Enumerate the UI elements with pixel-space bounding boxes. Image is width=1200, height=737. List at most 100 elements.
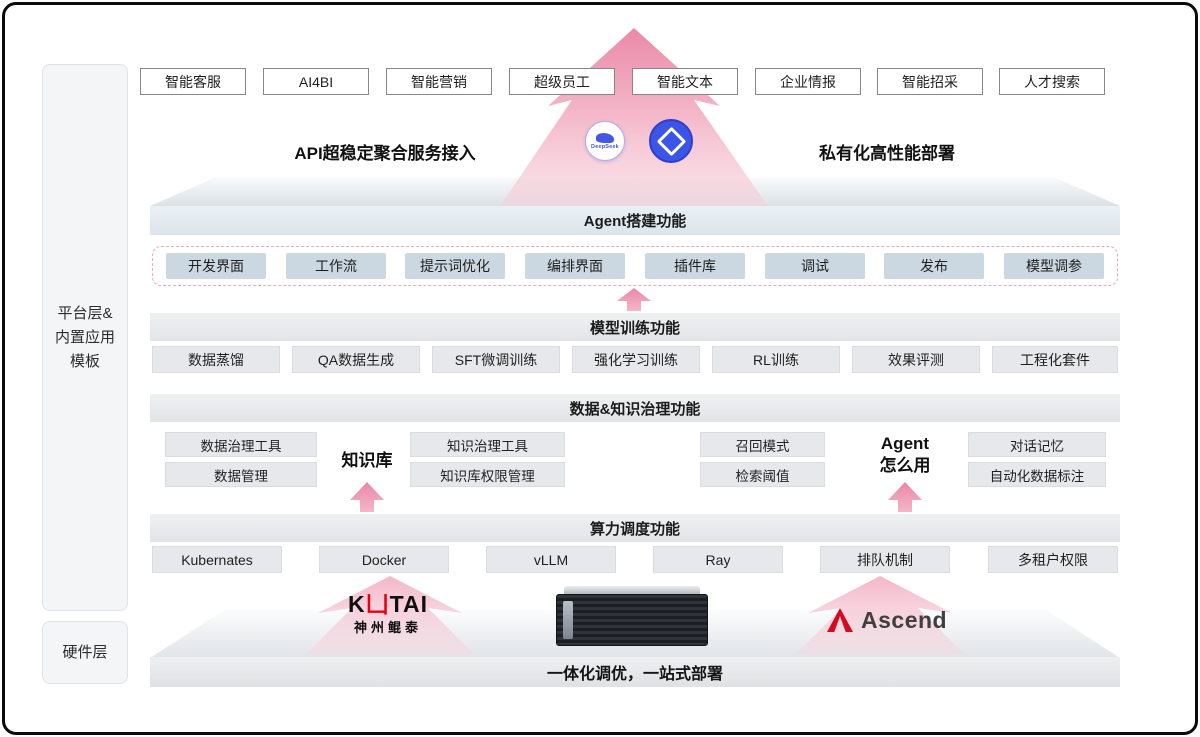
app-box: 智能营销	[386, 68, 492, 95]
feature-label: 提示词优化	[420, 258, 490, 274]
feature-box: 插件库	[645, 253, 745, 279]
feature-box: 知识库权限管理	[410, 462, 565, 487]
feature-box: vLLM	[486, 546, 616, 573]
section-title: 模型训练功能	[589, 319, 680, 337]
feature-box: QA数据生成	[292, 346, 420, 373]
app-label: 人才搜索	[1024, 73, 1080, 90]
app-box: AI4BI	[263, 68, 369, 95]
section-banner-agent: Agent搭建功能	[150, 206, 1120, 235]
knowledge-base-label: 知识库	[327, 444, 407, 472]
feature-box: 数据治理工具	[165, 432, 317, 457]
api-access-text: API超稳定聚合服务接入	[294, 143, 476, 163]
big-up-arrow	[500, 28, 768, 206]
geometric-knot-icon	[656, 126, 686, 156]
deepseek-whale-icon	[596, 132, 614, 143]
feature-box: 工作流	[286, 253, 386, 279]
feature-label: 模型调参	[1026, 258, 1082, 274]
feature-label: 调试	[801, 258, 829, 274]
section-title: 数据&知识治理功能	[569, 400, 701, 418]
feature-label: Docker	[361, 551, 407, 568]
agent-how-to-use-line: Agent	[880, 434, 930, 453]
ascend-logo: Ascend	[827, 604, 947, 636]
section-banner-training: 模型训练功能	[150, 313, 1120, 341]
model-logo	[649, 119, 693, 163]
feature-label: 工程化套件	[1020, 351, 1090, 368]
feature-label: 知识库权限管理	[440, 468, 535, 484]
app-label: 智能招采	[902, 73, 958, 90]
private-deploy-text: 私有化高性能部署	[819, 143, 955, 163]
feature-box: 数据管理	[165, 462, 317, 487]
kuntai-suffix: TAI	[389, 591, 428, 617]
feature-box: 排队机制	[820, 546, 950, 573]
bottom-right-up-arrow	[795, 576, 965, 655]
feature-label: 知识治理工具	[447, 438, 528, 454]
hardware-banner-text: 一体化调优，一站式部署	[546, 666, 723, 683]
ascend-wordmark: Ascend	[861, 606, 948, 633]
api-access-label: API超稳定聚合服务接入	[235, 138, 535, 164]
feature-label: 检索阈值	[735, 468, 790, 484]
feature-box: Kubernates	[152, 546, 282, 573]
feature-box: 对话记忆	[968, 432, 1106, 457]
feature-label: 召回模式	[735, 438, 790, 454]
app-box: 智能招采	[877, 68, 983, 95]
feature-label: QA数据生成	[317, 351, 395, 368]
platform-layer-line: 模板	[69, 352, 100, 370]
app-box: 企业情报	[755, 68, 861, 95]
feature-label: RL训练	[753, 351, 799, 368]
feature-box: 提示词优化	[405, 253, 505, 279]
feature-box: 检索阈值	[700, 462, 825, 487]
feature-label: 自动化数据标注	[989, 468, 1085, 484]
mid-up-arrow	[617, 288, 651, 311]
kuntai-subtitle: 神州鲲泰	[353, 620, 422, 635]
feature-box: 工程化套件	[992, 346, 1118, 373]
platform-layer-line: 内置应用	[54, 328, 115, 346]
feature-box: 调试	[765, 253, 865, 279]
feature-label: 插件库	[674, 258, 716, 274]
feature-box: 开发界面	[166, 253, 266, 279]
feature-label: 数据蒸馏	[188, 351, 244, 368]
feature-label: 工作流	[315, 258, 357, 274]
deepseek-logo: DeepSeek	[585, 121, 625, 161]
section-banner-compute: 算力调度功能	[150, 514, 1120, 542]
feature-box: SFT微调训练	[432, 346, 560, 373]
feature-label: SFT微调训练	[454, 351, 538, 368]
feature-box: 召回模式	[700, 432, 825, 457]
feature-box: 效果评测	[852, 346, 980, 373]
app-box: 超级员工	[509, 68, 615, 95]
feature-box: Docker	[319, 546, 449, 573]
section-title: Agent搭建功能	[583, 213, 687, 230]
feature-box: 强化学习训练	[572, 346, 700, 373]
server-top-face	[564, 586, 700, 594]
app-label: 智能客服	[165, 73, 221, 90]
server-front-face	[556, 594, 708, 646]
knowledge-base-text: 知识库	[341, 450, 393, 470]
feature-box: 模型调参	[1004, 253, 1104, 279]
section-title: 算力调度功能	[589, 520, 680, 538]
feature-box: 发布	[884, 253, 984, 279]
kuntai-symbol-icon: 凵	[365, 591, 390, 617]
bottom-left-up-arrow	[305, 576, 475, 655]
feature-label: 对话记忆	[1010, 438, 1064, 454]
kuntai-wordmark: K凵TAI	[348, 592, 428, 616]
feature-box: 编排界面	[525, 253, 625, 279]
feature-box: 多租户权限	[988, 546, 1118, 573]
sidebar-platform-layer: 平台层& 内置应用 模板	[42, 64, 128, 611]
feature-label: 开发界面	[188, 258, 244, 274]
server-image	[556, 586, 708, 646]
feature-label: 编排界面	[547, 258, 603, 274]
app-label: 智能营销	[411, 73, 467, 90]
app-box: 智能客服	[140, 68, 246, 95]
hardware-layer-label: 硬件层	[62, 643, 108, 661]
ascend-a-icon	[827, 608, 853, 632]
feature-label: 强化学习训练	[594, 351, 678, 368]
agent-how-to-use-line: 怎么用	[879, 456, 931, 475]
feature-label: Ray	[705, 551, 731, 568]
feature-label: 多租户权限	[1018, 551, 1088, 568]
feature-label: 数据管理	[214, 468, 268, 484]
feature-box: 数据蒸馏	[152, 346, 280, 373]
app-label: AI4BI	[298, 73, 334, 90]
feature-box: RL训练	[712, 346, 840, 373]
hardware-banner: 一体化调优，一站式部署	[150, 657, 1120, 687]
app-label: 超级员工	[534, 73, 590, 90]
feature-label: 数据治理工具	[200, 438, 282, 454]
